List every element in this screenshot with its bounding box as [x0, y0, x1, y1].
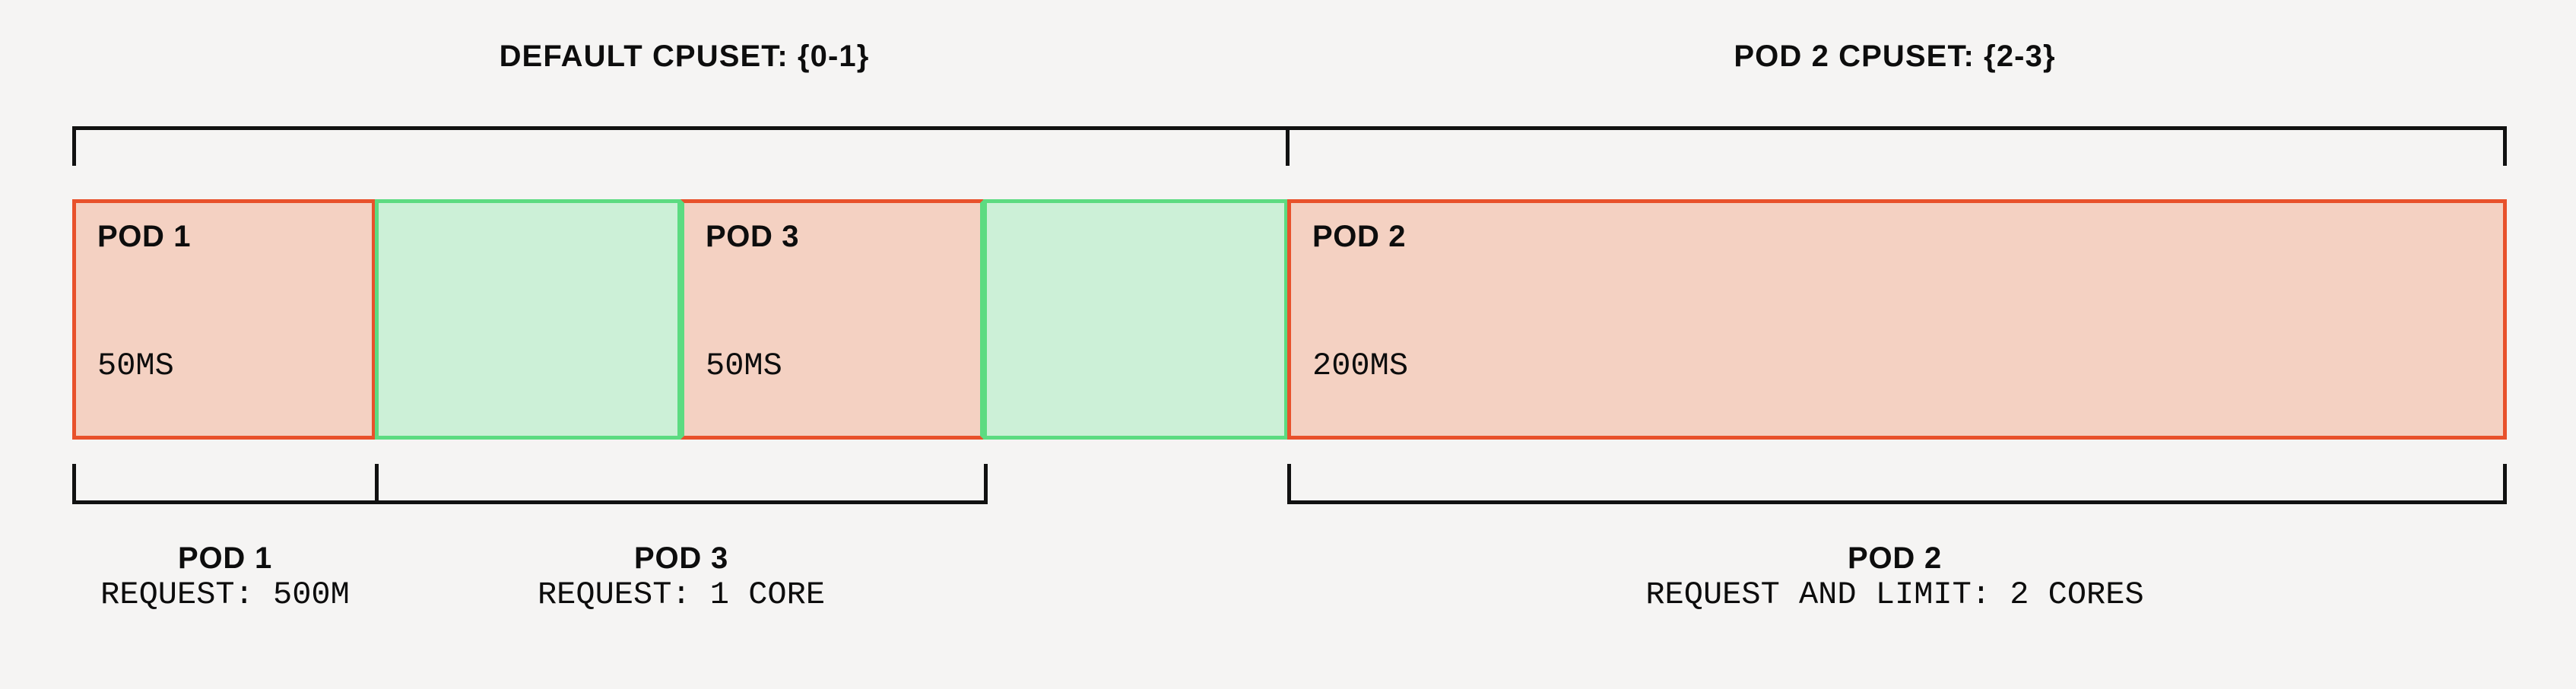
bottom-left-bracket-tick-right: [984, 464, 988, 503]
timeline-block-pod1: POD 1 50MS: [72, 199, 376, 440]
request-caption-pod3: POD 3 REQUEST: 1 CORE: [538, 541, 825, 614]
block-duration: 50MS: [706, 348, 782, 384]
bottom-left-bracket-tick-left: [72, 464, 76, 503]
cpuset-header-pod2: POD 2 CPUSET: {2-3}: [1734, 40, 2056, 73]
top-bracket-tick-right: [2503, 126, 2507, 166]
bottom-right-bracket-line: [1287, 500, 2507, 504]
block-title: POD 2: [1312, 220, 1407, 253]
request-caption-pod2: POD 2 REQUEST AND LIMIT: 2 CORES: [1645, 541, 2143, 614]
request-caption-pod1: POD 1 REQUEST: 500M: [100, 541, 350, 614]
top-bracket-tick-middle: [1286, 126, 1290, 166]
request-name: POD 3: [633, 541, 729, 575]
timeline-block-pod3: POD 3 50MS: [680, 199, 984, 440]
timeline-block-idle-2: [983, 199, 1288, 440]
request-detail: REQUEST AND LIMIT: 2 CORES: [1645, 576, 2144, 613]
request-detail: REQUEST: 500M: [100, 576, 350, 613]
top-bracket-line: [72, 126, 2507, 130]
bottom-right-bracket-tick-left: [1287, 464, 1291, 503]
block-title: POD 1: [97, 220, 192, 253]
block-duration: 50MS: [97, 348, 174, 384]
request-detail: REQUEST: 1 CORE: [537, 576, 826, 613]
bottom-left-bracket-line: [72, 500, 988, 504]
request-name: POD 1: [177, 541, 273, 575]
timeline-block-idle-1: [375, 199, 681, 440]
bottom-left-bracket-tick-middle: [375, 464, 379, 503]
top-bracket-tick-left: [72, 126, 76, 166]
request-name: POD 2: [1847, 541, 1943, 575]
cpuset-header-default: DEFAULT CPUSET: {0-1}: [499, 40, 870, 73]
block-duration: 200MS: [1312, 348, 1409, 384]
block-title: POD 3: [706, 220, 800, 253]
timeline-block-pod2: POD 2 200MS: [1287, 199, 2507, 440]
bottom-right-bracket-tick-right: [2503, 464, 2507, 503]
